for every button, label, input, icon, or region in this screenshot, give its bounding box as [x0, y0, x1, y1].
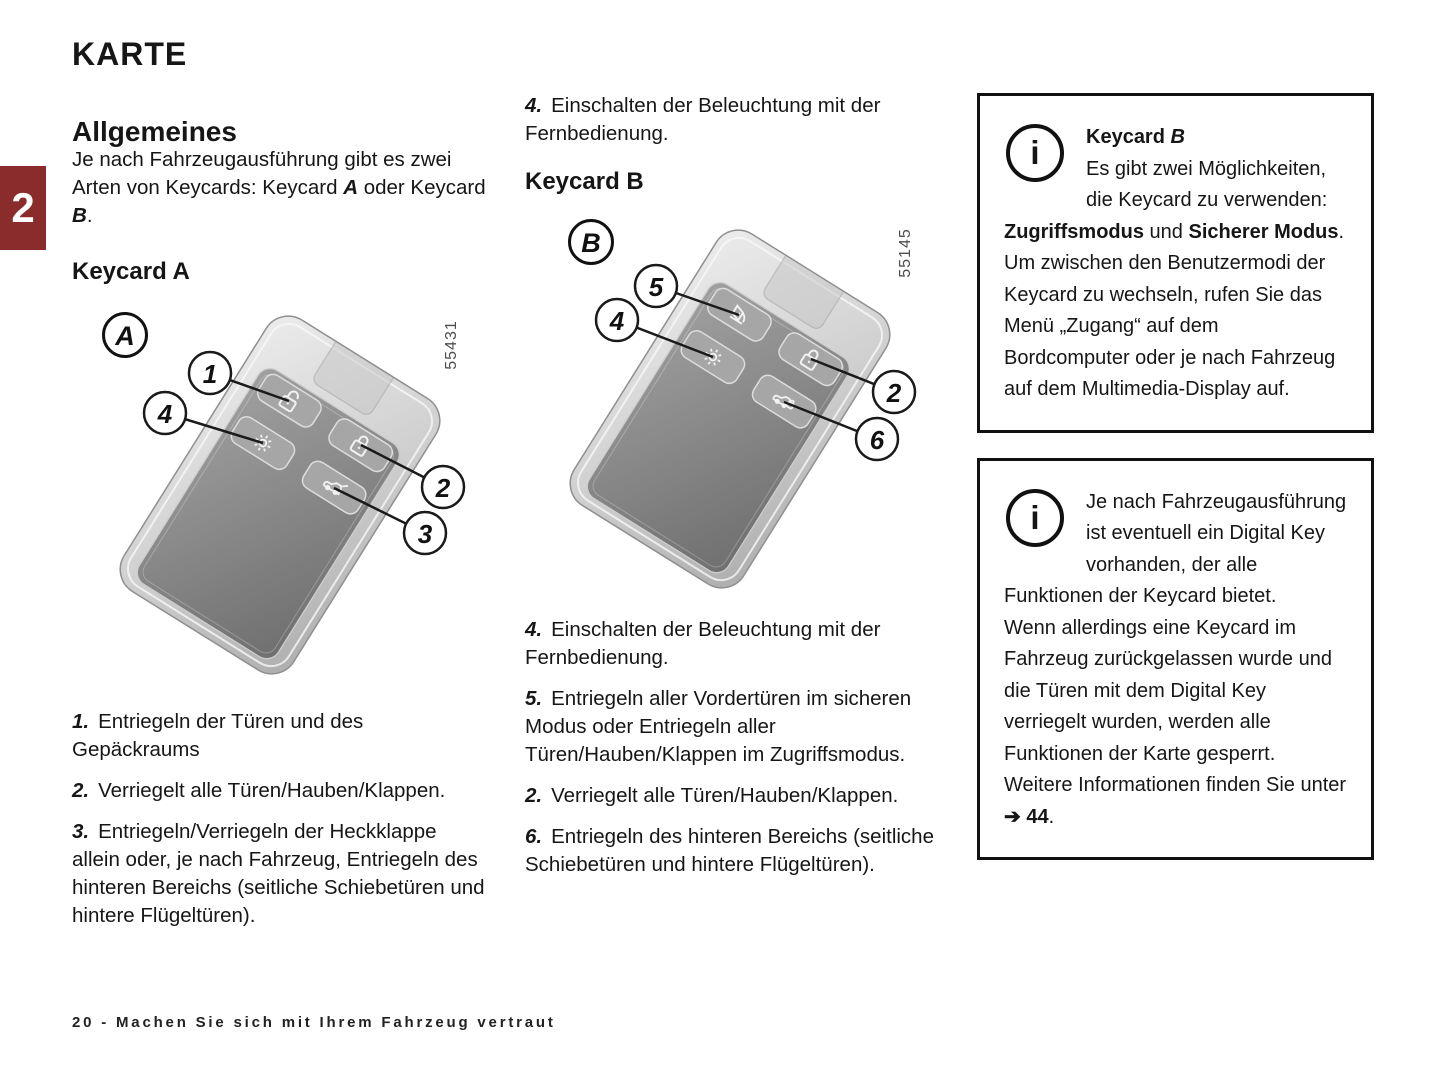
info-box-digital-key: i Je nach Fahrzeugausführung ist eventue… [977, 457, 1374, 860]
rear-access-button [751, 374, 817, 429]
info-icon-glyph: i [1030, 134, 1040, 172]
info-box-paragraph: Um zwischen den Benutzermodi der Keycard… [1004, 252, 1336, 400]
list-item: 2. Verriegelt alle Türen/Hauben/Klappen. [72, 777, 490, 805]
item-text: Entriegeln aller Vordertüren im sicheren… [525, 687, 912, 766]
item-text: Einschalten der Beleuchtung mit der Fern… [525, 94, 881, 145]
lock-icon [799, 349, 819, 371]
keycard-b-illustration [569, 229, 891, 589]
keycard-b-list: 4.Einschalten der Beleuchtung mit der Fe… [525, 616, 943, 892]
info-icon-glyph: i [1030, 498, 1040, 536]
keycard-a-letter: A [343, 176, 358, 199]
svg-text:4: 4 [157, 399, 173, 429]
figure-b-number: 55145 [897, 228, 914, 278]
callout-left: 4 [594, 297, 640, 343]
svg-text:2: 2 [435, 473, 451, 503]
svg-text:1: 1 [203, 359, 217, 389]
lock-button [778, 332, 844, 387]
info-box-keycard-b: i Keycard B Es gibt zwei Möglichkeiten, … [977, 93, 1374, 433]
keycard-a-illustration [119, 315, 441, 675]
emergency-key-seam [763, 255, 844, 329]
chapter-number: 2 [11, 184, 35, 231]
item-text: Entriegeln/Verriegeln der Heckklappe all… [72, 820, 485, 927]
figure-keycard-b: B 55145 [568, 219, 917, 589]
chapter-tab: 2 [0, 166, 46, 250]
list-item: 3.Entriegeln/Verriegeln der Heckklappe a… [72, 818, 490, 930]
section-heading-allgemeines: Allgemeines [72, 116, 237, 147]
item-number: 2. [72, 779, 90, 802]
svg-text:3: 3 [418, 519, 433, 549]
item-text: Entriegeln des hinteren Bereichs (seitli… [525, 825, 934, 876]
info-icon: i [1006, 124, 1064, 182]
info-icon: i [1006, 488, 1064, 547]
figure-a-number: 55431 [443, 320, 460, 370]
item-number: 6. [525, 825, 543, 848]
figure-b-label: B [568, 219, 614, 265]
unlock-icon [278, 390, 300, 413]
list-item: 2. Verriegelt alle Türen/Hauben/Klappen. [525, 782, 943, 810]
list-item: 1.Entriegeln der Türen und des Gepäckrau… [72, 708, 490, 764]
keycard-a-heading: Keycard A [72, 258, 190, 285]
figure-keycard-a: A 55431 [102, 312, 466, 675]
info-box-paragraph: Je nach Fahrzeugausführung ist eventuell… [1004, 490, 1347, 608]
list-item: 5.Entriegeln aller Vordertüren im sicher… [525, 685, 943, 769]
item-text: Verriegelt alle Türen/Hauben/Klappen. [98, 779, 446, 802]
info-box-paragraph: Weitere Informationen finden Sie unter ➔… [1004, 774, 1347, 828]
footer-page-info: 20 - Machen Sie sich mit Ihrem Fahrzeug … [72, 1014, 556, 1031]
list-item: 4.Einschalten der Beleuchtung mit der Fe… [525, 616, 943, 672]
page-title: KARTE [72, 36, 188, 72]
item-number: 4. [525, 94, 543, 117]
mode-name-sicherer-modus: Sicherer Modus [1188, 220, 1339, 243]
lock-button [328, 418, 394, 473]
callout-bottom: 6 [854, 416, 900, 462]
callout-right: 2 [871, 369, 917, 415]
list-item: 6.Entriegeln des hinteren Bereichs (seit… [525, 823, 943, 879]
svg-text:2: 2 [886, 378, 902, 408]
info-box-paragraph: Wenn allerdings eine Keycard im Fahrzeug… [1004, 616, 1332, 765]
svg-text:4: 4 [609, 306, 625, 336]
info-column: i Keycard B Es gibt zwei Möglichkeiten, … [977, 93, 1374, 860]
svg-text:6: 6 [870, 425, 885, 455]
tailgate-open-icon [322, 480, 349, 496]
info-box-paragraph: Es gibt zwei Möglichkeiten, die Keycard … [1004, 157, 1345, 243]
callout-top: 1 [187, 350, 233, 396]
intro-paragraph: Je nach Fahrzeugausführung gibt es zwei … [72, 146, 490, 230]
keycard-a-list: 1.Entriegeln der Türen und des Gepäckrau… [72, 708, 490, 943]
svg-text:5: 5 [649, 272, 664, 302]
item-text: Einschalten der Beleuchtung mit der Fern… [525, 618, 881, 669]
intro-text: oder Keycard [358, 176, 486, 199]
tailgate-button [301, 460, 367, 515]
callout-right: 2 [420, 464, 466, 510]
callout-top: 5 [633, 263, 679, 309]
item-number: 4. [525, 618, 543, 641]
keycard-a-item-4: 4.Einschalten der Beleuchtung mit der Fe… [525, 92, 943, 148]
callout-bottom: 3 [402, 510, 448, 556]
page-reference: 44 [1026, 805, 1049, 828]
front-doors-button [706, 287, 772, 342]
unlock-button [256, 373, 322, 428]
item-number: 5. [525, 687, 543, 710]
arrow-right-icon: ➔ [1004, 805, 1021, 828]
keycard-b-letter: B [72, 204, 87, 227]
item-text: Verriegelt alle Türen/Hauben/Klappen. [551, 784, 899, 807]
info-box-title: Keycard B [1086, 126, 1185, 148]
intro-text: . [86, 204, 93, 227]
callout-left: 4 [142, 390, 188, 436]
item-number: 3. [72, 820, 90, 843]
keycard-b-heading: Keycard B [525, 168, 644, 195]
emergency-key-seam [313, 341, 394, 415]
lock-icon [349, 435, 369, 457]
item-number: 1. [72, 710, 90, 733]
item-number: 2. [525, 784, 543, 807]
mode-name-zugriffsmodus: Zugriffsmodus [1004, 220, 1144, 243]
front-doors-unlock-icon [729, 304, 746, 325]
svg-text:A: A [114, 321, 135, 351]
figure-a-label: A [102, 312, 148, 358]
item-text: Entriegeln der Türen und des Gepäckraums [72, 710, 364, 761]
intro-text: Je nach Fahrzeugausführung gibt es zwei … [72, 148, 452, 199]
svg-text:B: B [581, 228, 601, 258]
